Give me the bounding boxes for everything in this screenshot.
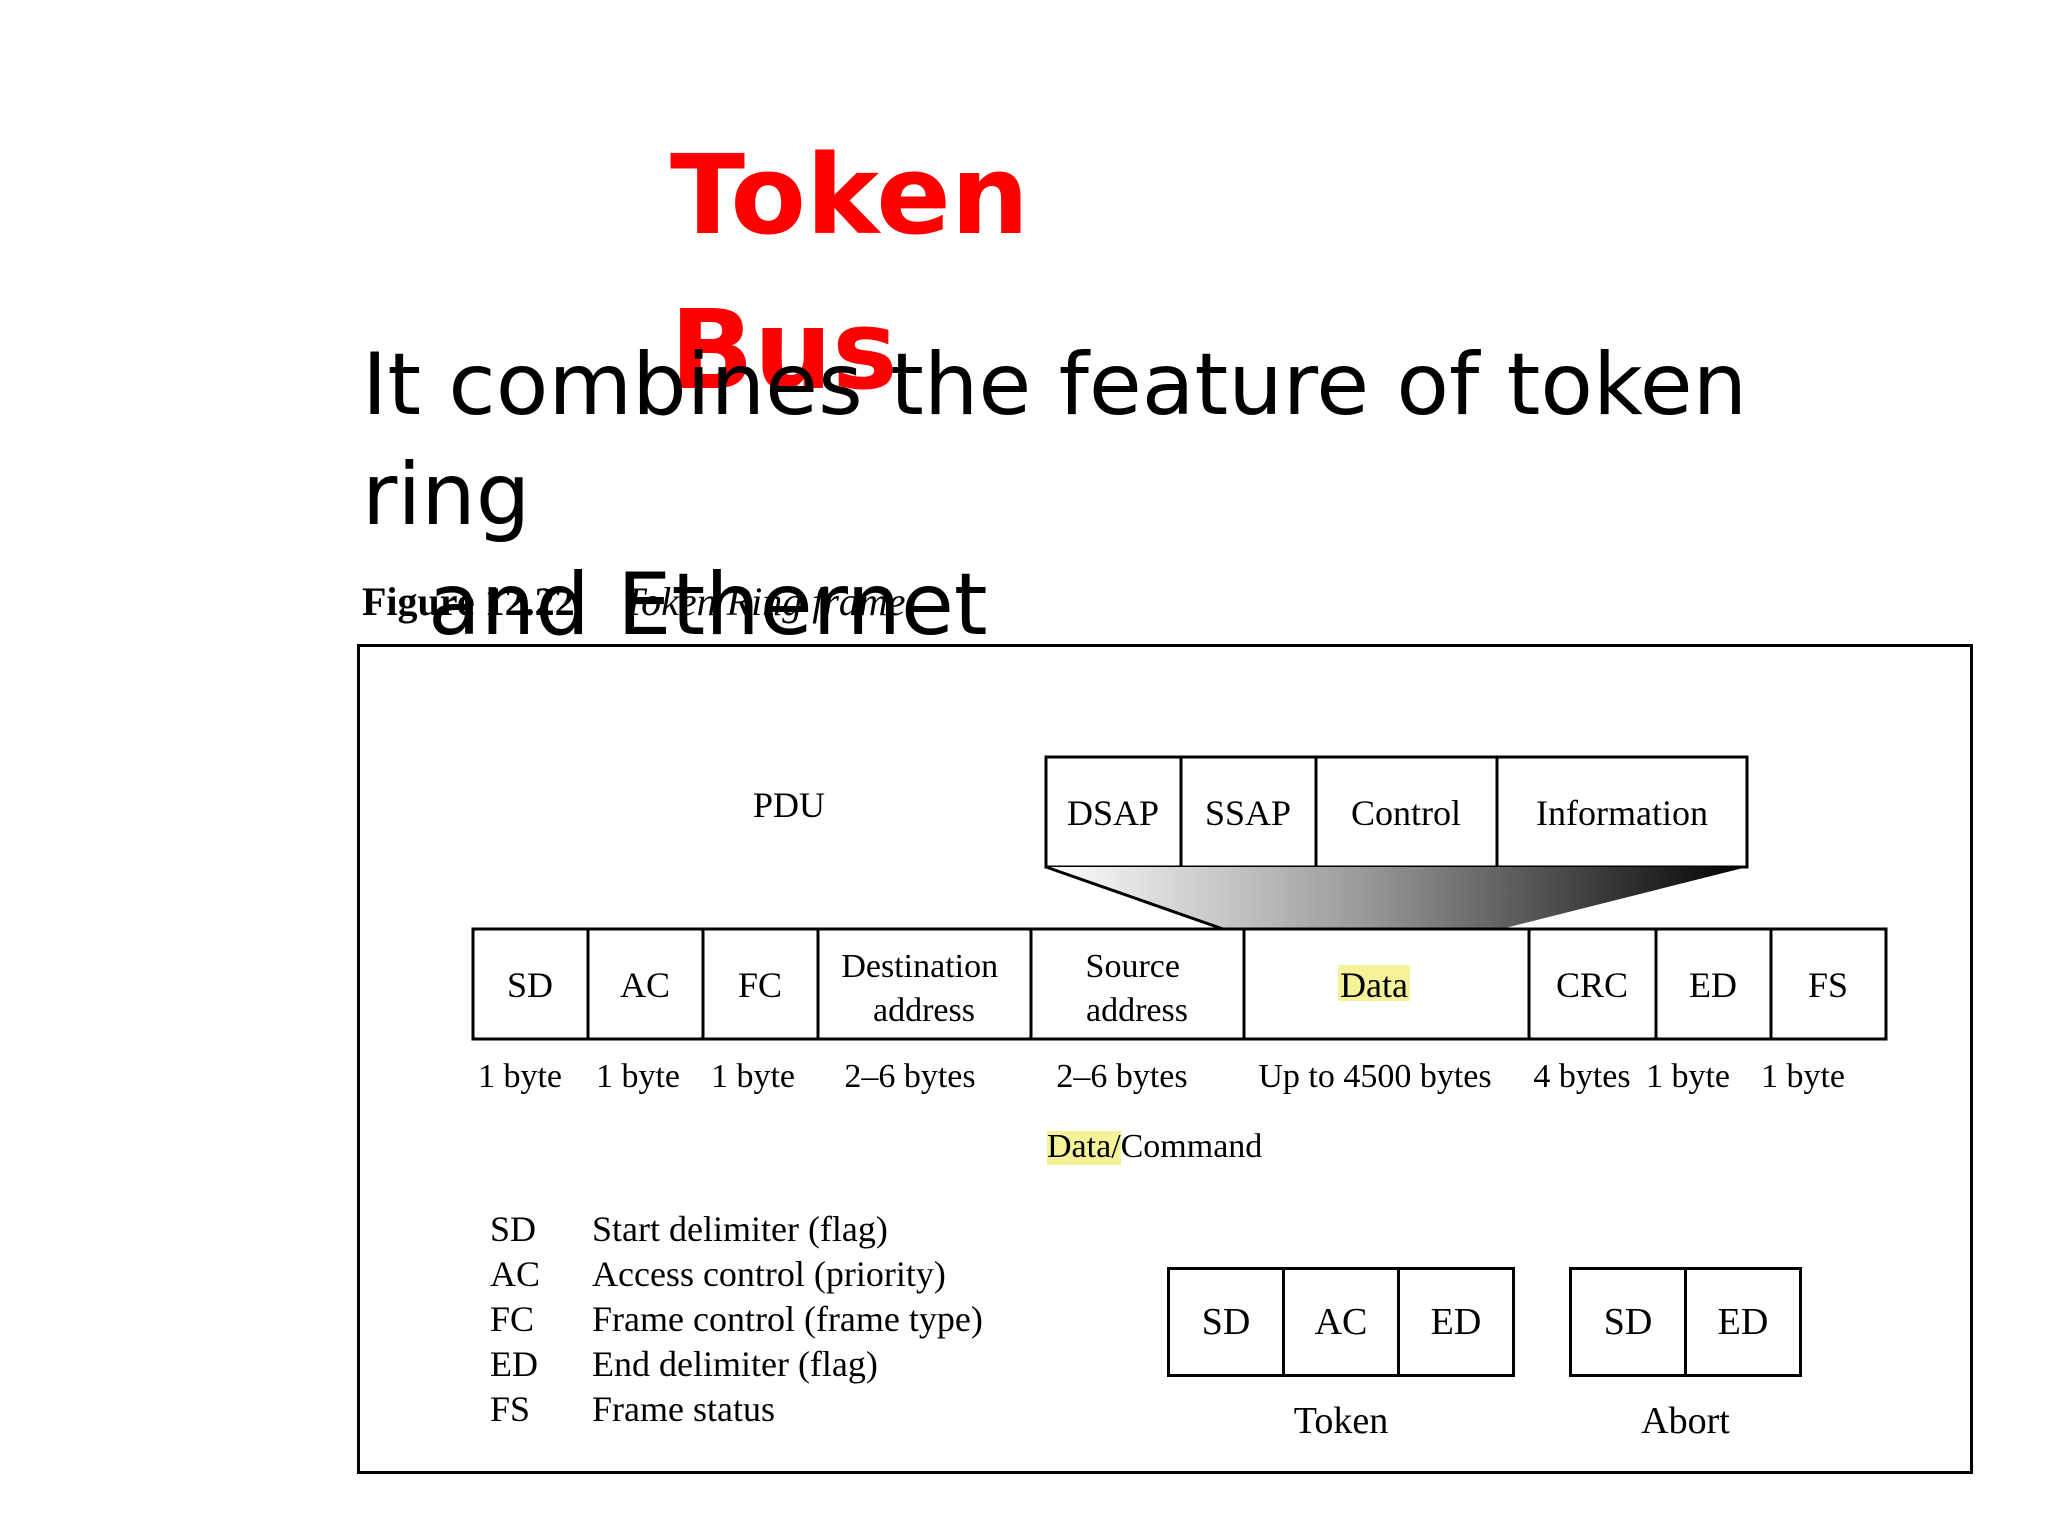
- legend-abbr: ED: [490, 1344, 538, 1384]
- pdu-row: DSAP SSAP Control Information: [1044, 755, 1749, 869]
- frame-field-ac: AC: [620, 965, 670, 1005]
- token-field: ED: [1397, 1267, 1515, 1377]
- legend-row: FC Frame control (frame type): [490, 1297, 983, 1342]
- legend-abbr: FC: [490, 1299, 535, 1339]
- pdu-field-information: Information: [1536, 793, 1708, 833]
- frame-row: SD AC FC Destination address Source addr…: [471, 927, 1888, 1041]
- source-line-1: Source: [1086, 948, 1180, 985]
- legend-row: AC Access control (priority): [490, 1252, 983, 1297]
- abort-frame-label: Abort: [1641, 1400, 1730, 1442]
- figure-caption: Figure 12.22 Token Ring frame: [362, 578, 906, 625]
- abort-field: SD: [1569, 1267, 1687, 1377]
- frame-field-data: Data: [1340, 965, 1408, 1005]
- token-field: AC: [1282, 1267, 1400, 1377]
- legend-meaning: Frame control (frame type): [592, 1299, 983, 1339]
- legend-row: FS Frame status: [490, 1387, 983, 1432]
- frame-cell-fs: [1769, 927, 1888, 1041]
- destination-line-2: address: [873, 992, 975, 1029]
- destination-line-1: Destination: [841, 948, 998, 985]
- legend-abbr: FS: [490, 1389, 531, 1429]
- slide-body-text: It combines the feature of token ring an…: [362, 330, 1928, 660]
- body-line-1: It combines the feature of token ring: [362, 335, 1748, 545]
- data-command-rest-text: /Command: [1111, 1128, 1262, 1165]
- abort-field: ED: [1684, 1267, 1802, 1377]
- frame-field-source: Source address: [1086, 948, 1189, 1029]
- size-sd: 1 byte: [478, 1058, 562, 1095]
- size-fc: 1 byte: [711, 1058, 795, 1095]
- frame-field-fc: FC: [738, 965, 782, 1005]
- frame-field-destination: Destination address: [841, 948, 1006, 1029]
- legend-meaning: Frame status: [592, 1389, 775, 1429]
- pdu-field-control: Control: [1351, 793, 1461, 833]
- figure-name: Token Ring frame: [622, 579, 906, 624]
- abort-frame: SD ED: [1569, 1267, 1802, 1377]
- pdu-field-dsap: DSAP: [1067, 793, 1159, 833]
- size-data: Up to 4500 bytes: [1258, 1058, 1491, 1095]
- size-fs: 1 byte: [1761, 1058, 1845, 1095]
- pdu-field-ssap: SSAP: [1205, 793, 1291, 833]
- size-crc: 4 bytes: [1533, 1058, 1630, 1095]
- pdu-to-data-fan: [1046, 867, 1747, 929]
- slide-title: Token Bus: [670, 131, 1030, 414]
- data-command-caption: Data/Command: [1047, 1128, 1262, 1165]
- legend-row: SD Start delimiter (flag): [490, 1207, 983, 1252]
- token-ring-frame-figure: PDU DSAP SSAP Control Information: [357, 644, 1973, 1474]
- frame-diagram: PDU DSAP SSAP Control Information: [471, 755, 1888, 1165]
- legend-row: ED End delimiter (flag): [490, 1342, 983, 1387]
- frame-field-ed: ED: [1689, 965, 1737, 1005]
- abbreviation-legend: SD Start delimiter (flag) AC Access cont…: [490, 1207, 983, 1432]
- size-ac: 1 byte: [596, 1058, 680, 1095]
- legend-meaning: Start delimiter (flag): [592, 1209, 888, 1249]
- size-row: 1 byte 1 byte 1 byte 2–6 bytes 2–6 bytes…: [478, 1058, 1845, 1095]
- size-source: 2–6 bytes: [1056, 1058, 1187, 1095]
- pdu-label: PDU: [753, 785, 825, 825]
- legend-abbr: AC: [490, 1254, 541, 1294]
- fan-left-edge: [1045, 865, 1224, 931]
- source-line-2: address: [1086, 992, 1188, 1029]
- frame-field-crc: CRC: [1556, 965, 1628, 1005]
- data-command-highlight: [1047, 1131, 1121, 1165]
- body-line-2: and Ethernet: [428, 555, 988, 655]
- token-field: SD: [1167, 1267, 1285, 1377]
- legend-abbr: SD: [490, 1209, 537, 1249]
- size-ed: 1 byte: [1646, 1058, 1730, 1095]
- data-highlight: [1338, 965, 1410, 1001]
- frame-field-fs: FS: [1808, 965, 1848, 1005]
- figure-number: Figure 12.22: [362, 579, 575, 624]
- size-destination: 2–6 bytes: [844, 1058, 975, 1095]
- data-command-highlight-text: Data: [1047, 1128, 1111, 1165]
- frame-field-sd: SD: [507, 965, 553, 1005]
- token-frame: SD AC ED: [1167, 1267, 1515, 1377]
- token-frame-label: Token: [1293, 1400, 1389, 1442]
- legend-meaning: Access control (priority): [592, 1254, 946, 1294]
- legend-meaning: End delimiter (flag): [592, 1344, 878, 1384]
